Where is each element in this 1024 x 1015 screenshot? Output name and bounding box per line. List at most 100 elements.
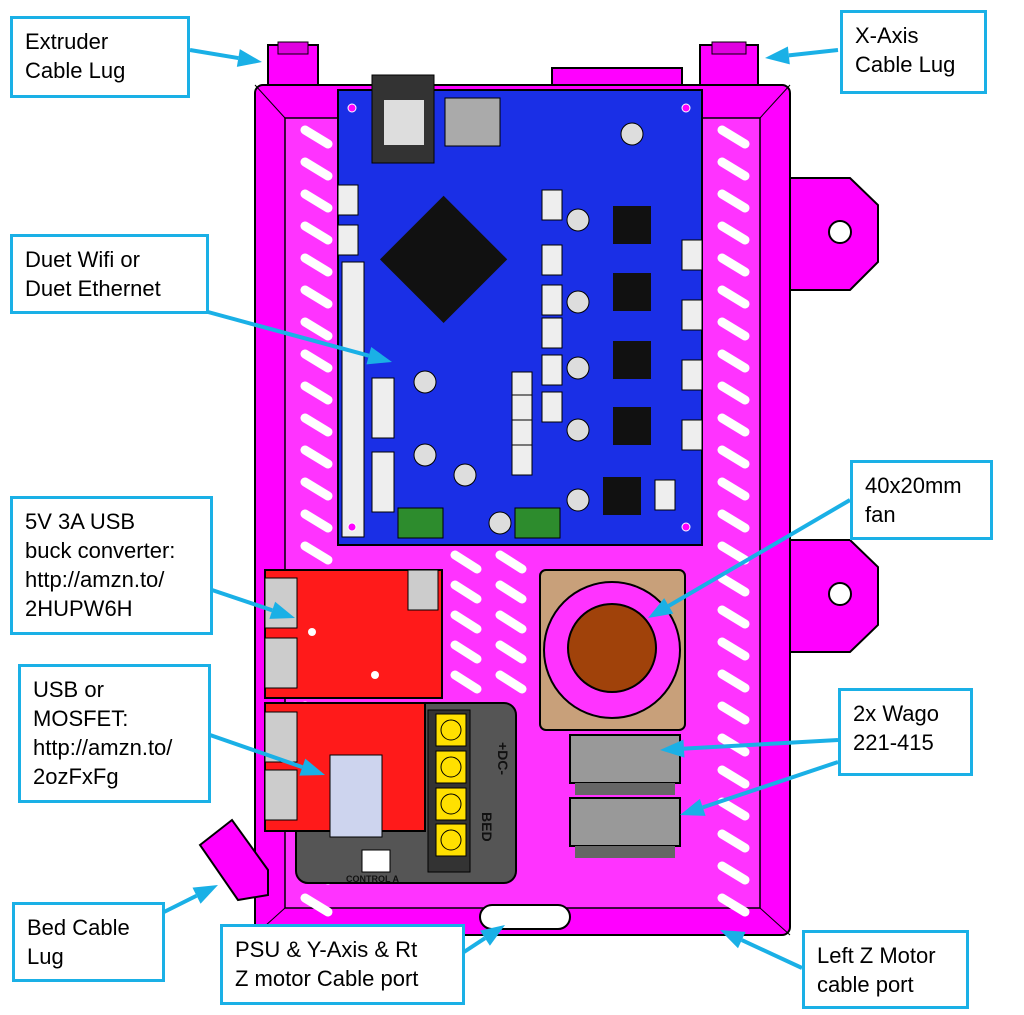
callout-arrow xyxy=(462,925,505,954)
vent-slot xyxy=(717,893,750,917)
board-connector xyxy=(337,184,359,216)
vent-slot xyxy=(300,509,333,533)
vent-slot xyxy=(717,445,750,469)
board-connector xyxy=(541,354,563,386)
duet-board xyxy=(337,74,703,546)
capacitor xyxy=(413,443,437,467)
vent-slot xyxy=(717,861,750,885)
board-connector xyxy=(511,444,533,476)
vent-slot xyxy=(717,637,750,661)
vent-slot xyxy=(717,541,750,565)
vent-slot xyxy=(450,670,482,694)
callout-arrow xyxy=(207,310,392,365)
vent-slot xyxy=(495,580,527,604)
capacitor xyxy=(566,356,590,380)
callout-mosfet: USB or MOSFET: http://amzn.to/ 2ozFxFg xyxy=(18,664,211,803)
board-connector xyxy=(541,189,563,221)
vent-slot xyxy=(717,349,750,373)
callout-arrow xyxy=(648,498,852,618)
callout-arrows xyxy=(163,46,852,970)
vent-slot xyxy=(300,157,333,181)
vent-slot xyxy=(717,189,750,213)
capacitor xyxy=(566,418,590,442)
vent-slot xyxy=(717,157,750,181)
vent-slot xyxy=(450,640,482,664)
board-connector xyxy=(541,244,563,276)
board-connector xyxy=(337,224,359,256)
vent-slot xyxy=(717,253,750,277)
vent-slot xyxy=(495,670,527,694)
vent-slot xyxy=(300,445,333,469)
callout-left-z-port: Left Z Motor cable port xyxy=(802,930,969,1009)
vent-slot xyxy=(450,610,482,634)
board-connector xyxy=(541,317,563,349)
psu-cable-port xyxy=(479,904,571,930)
vent-slot xyxy=(300,477,333,501)
vent-slot xyxy=(717,797,750,821)
vent-slot xyxy=(717,509,750,533)
callout-arrow xyxy=(720,930,803,970)
callout-arrow xyxy=(765,46,839,65)
callout-arrow xyxy=(211,588,295,619)
vent-slot xyxy=(300,317,333,341)
callout-arrow xyxy=(189,48,262,67)
callout-arrow xyxy=(680,760,839,816)
callout-buck-converter: 5V 3A USB buck converter: http://amzn.to… xyxy=(10,496,213,635)
board-connector xyxy=(681,419,703,451)
board-connector xyxy=(541,284,563,316)
vent-slot xyxy=(300,541,333,565)
callout-arrow xyxy=(163,885,218,914)
vent-slot xyxy=(717,413,750,437)
callout-psu-port: PSU & Y-Axis & Rt Z motor Cable port xyxy=(220,924,465,1005)
capacitor xyxy=(488,511,512,535)
buck-converter xyxy=(264,569,443,699)
fan xyxy=(539,569,686,731)
vent-slot xyxy=(717,829,750,853)
vent-slot xyxy=(717,477,750,501)
capacitor xyxy=(566,208,590,232)
vent-slot xyxy=(717,381,750,405)
vent-slot xyxy=(495,610,527,634)
board-connector xyxy=(654,479,676,511)
dc-label: +DC- xyxy=(495,742,511,775)
bed-cable-lug xyxy=(198,818,269,902)
capacitor xyxy=(453,463,477,487)
vent-slot xyxy=(717,285,750,309)
board-connector xyxy=(541,391,563,423)
capacitor xyxy=(566,290,590,314)
vent-slot xyxy=(717,125,750,149)
callout-x-axis-cable-lug: X-Axis Cable Lug xyxy=(840,10,987,94)
vent-slot xyxy=(300,893,333,917)
callout-bed-cable-lug: Bed Cable Lug xyxy=(12,902,165,982)
mounting-tab-top xyxy=(784,177,879,291)
callout-fan: 40x20mm fan xyxy=(850,460,993,540)
callout-arrow xyxy=(209,733,325,776)
vent-slot xyxy=(717,605,750,629)
callout-arrow xyxy=(660,738,839,758)
vent-slot xyxy=(717,221,750,245)
vent-slot xyxy=(717,765,750,789)
capacitor xyxy=(566,488,590,512)
vent-slot xyxy=(300,125,333,149)
callout-duet: Duet Wifi or Duet Ethernet xyxy=(10,234,209,314)
board-connector xyxy=(681,239,703,271)
mosfet-board: CONTROL A +DC- BED xyxy=(264,702,517,884)
vent-slot xyxy=(495,550,527,574)
vent-slot xyxy=(717,317,750,341)
vent-slot xyxy=(300,285,333,309)
capacitor xyxy=(620,122,644,146)
bed-label: BED xyxy=(479,812,495,842)
control-label: CONTROL A xyxy=(346,874,399,884)
mounting-tab-bottom xyxy=(784,539,879,653)
wago-connectors xyxy=(569,734,681,858)
vent-slot xyxy=(450,550,482,574)
board-connector xyxy=(681,359,703,391)
vent-slot xyxy=(300,221,333,245)
vent-slot xyxy=(300,381,333,405)
callout-wago: 2x Wago 221-415 xyxy=(838,688,973,776)
vent-slot xyxy=(717,573,750,597)
capacitor xyxy=(413,370,437,394)
vent-slot xyxy=(450,580,482,604)
